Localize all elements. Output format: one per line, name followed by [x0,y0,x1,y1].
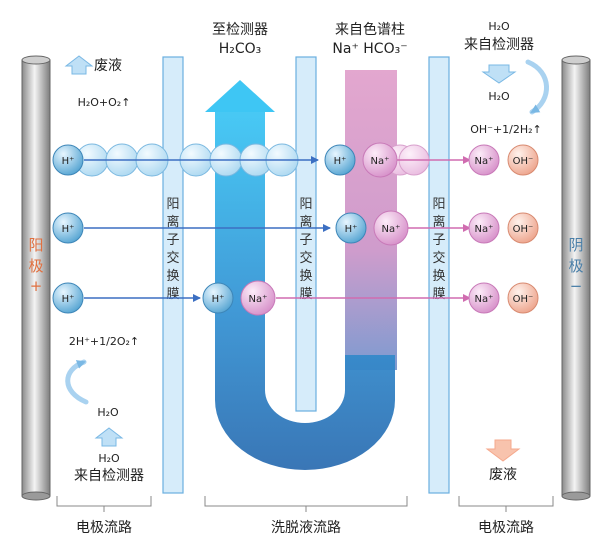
right-reaction-label: OH⁻+1/2H₂↑ [470,123,542,136]
left-reaction-top: H₂O+O₂↑ [78,96,131,109]
h-ion-label: H⁺ [334,156,347,167]
svg-text:子: 子 [299,233,312,248]
h-ion-chain-1 [75,143,299,177]
bracket-center [204,496,408,512]
eluent-u-channel [215,112,395,470]
svg-text:阳: 阳 [432,197,445,212]
ion-row-3: H⁺ H⁺ Na⁺ Na⁺ OH⁻ [52,280,539,316]
na-ion [468,212,500,244]
down-arrow-icon [481,64,517,84]
h-ion [324,144,356,176]
left-from-detector: 来自检测器 [74,468,144,484]
h-ion-label: H⁺ [62,294,75,305]
oh-ion-label: OH⁻ [513,156,534,167]
right-h2o-label: H₂O [488,20,510,33]
svg-text:阳: 阳 [166,197,179,212]
h-ion [52,282,84,314]
svg-text:交: 交 [166,250,179,266]
na-ion [468,144,500,176]
anode-label-2: 极 [28,257,43,275]
svg-text:子: 子 [432,233,445,248]
oh-ion-label: OH⁻ [513,294,534,305]
oh-ion-label: OH⁻ [513,224,534,235]
na-ion [362,142,398,178]
h-ion-label: H⁺ [345,224,358,235]
svg-text:交: 交 [299,250,312,266]
na-ion [373,210,409,246]
na-ion-label: Na⁺ [249,294,268,305]
h-ion-label: H⁺ [212,294,225,305]
curved-arrow-icon [525,59,549,115]
na-ion [468,282,500,314]
bottom-left-label: 电极流路 [76,520,132,536]
na-ion-label: Na⁺ [371,156,390,167]
ion-row-2: H⁺ H⁺ Na⁺ Na⁺ OH⁻ [52,210,539,246]
h-ion [52,144,84,176]
svg-text:阳: 阳 [299,197,312,212]
from-column-formula: Na⁺ HCO₃⁻ [332,41,407,57]
svg-text:离: 离 [166,214,179,230]
svg-text:离: 离 [299,214,312,230]
svg-text:子: 子 [166,233,179,248]
anode-label-3: + [30,277,43,295]
h-ion [52,212,84,244]
svg-text:膜: 膜 [299,287,312,302]
oh-ion [507,212,539,244]
svg-text:膜: 膜 [432,287,445,302]
from-column-label: 来自色谱柱 [335,21,405,38]
na-ion-label: Na⁺ [382,224,401,235]
bottom-right-label: 电极流路 [478,520,534,536]
membrane-labels-left: 阳 离 子 交 换 膜 [166,197,179,302]
bracket-right [458,496,554,512]
oh-ion [507,144,539,176]
right-from-detector-label: 来自检测器 [464,37,534,53]
up-arrow-icon [94,427,124,447]
anode-label-1: 阳 [28,236,43,254]
cathode-electrode: 阴 极 − [561,55,591,501]
left-reaction-mid: 2H⁺+1/2O₂↑ [69,335,139,348]
membrane-center [295,56,317,412]
h-ion [335,212,367,244]
svg-text:换: 换 [166,269,179,284]
anode-electrode: 阳 极 + [21,55,51,501]
svg-text:交: 交 [432,250,445,266]
to-detector-formula: H₂CO₃ [219,41,262,57]
left-h2o-mid: H₂O [97,406,119,419]
h-ion-label: H⁺ [62,224,75,235]
membrane-left [162,56,184,494]
svg-text:膜: 膜 [166,287,179,302]
na-ion-label: Na⁺ [475,224,494,235]
svg-text:离: 离 [432,214,445,230]
left-h2o-bottom: H₂O [98,452,120,465]
cathode-label-2: 极 [568,257,583,275]
cathode-label-1: 阴 [568,236,583,254]
cathode-label-3: − [570,277,583,295]
ion-row-1: H⁺ H⁺ Na⁺ Na⁺ OH⁻ [52,142,539,178]
bracket-left [56,496,152,512]
na-ion-label: Na⁺ [475,294,494,305]
left-waste-label: 废液 [94,58,122,74]
na-ion-label: Na⁺ [475,156,494,167]
membrane-right [428,56,450,494]
svg-text:换: 换 [432,269,445,284]
h-ion [202,282,234,314]
right-h2o-mid-label: H₂O [488,90,510,103]
bottom-center-label: 洗脱液流路 [271,520,341,536]
h-ion-label: H⁺ [62,156,75,167]
membrane-labels-right: 阳 离 子 交 换 膜 [432,197,445,302]
right-waste-label: 废液 [489,467,517,483]
svg-text:换: 换 [299,269,312,284]
curved-arrow-icon [65,359,89,405]
oh-ion [507,282,539,314]
na-ion [240,280,276,316]
to-detector-label: 至检测器 [212,22,268,38]
up-arrow-icon [64,55,94,75]
to-detector-arrow [205,80,275,112]
down-arrow-icon [485,439,521,462]
